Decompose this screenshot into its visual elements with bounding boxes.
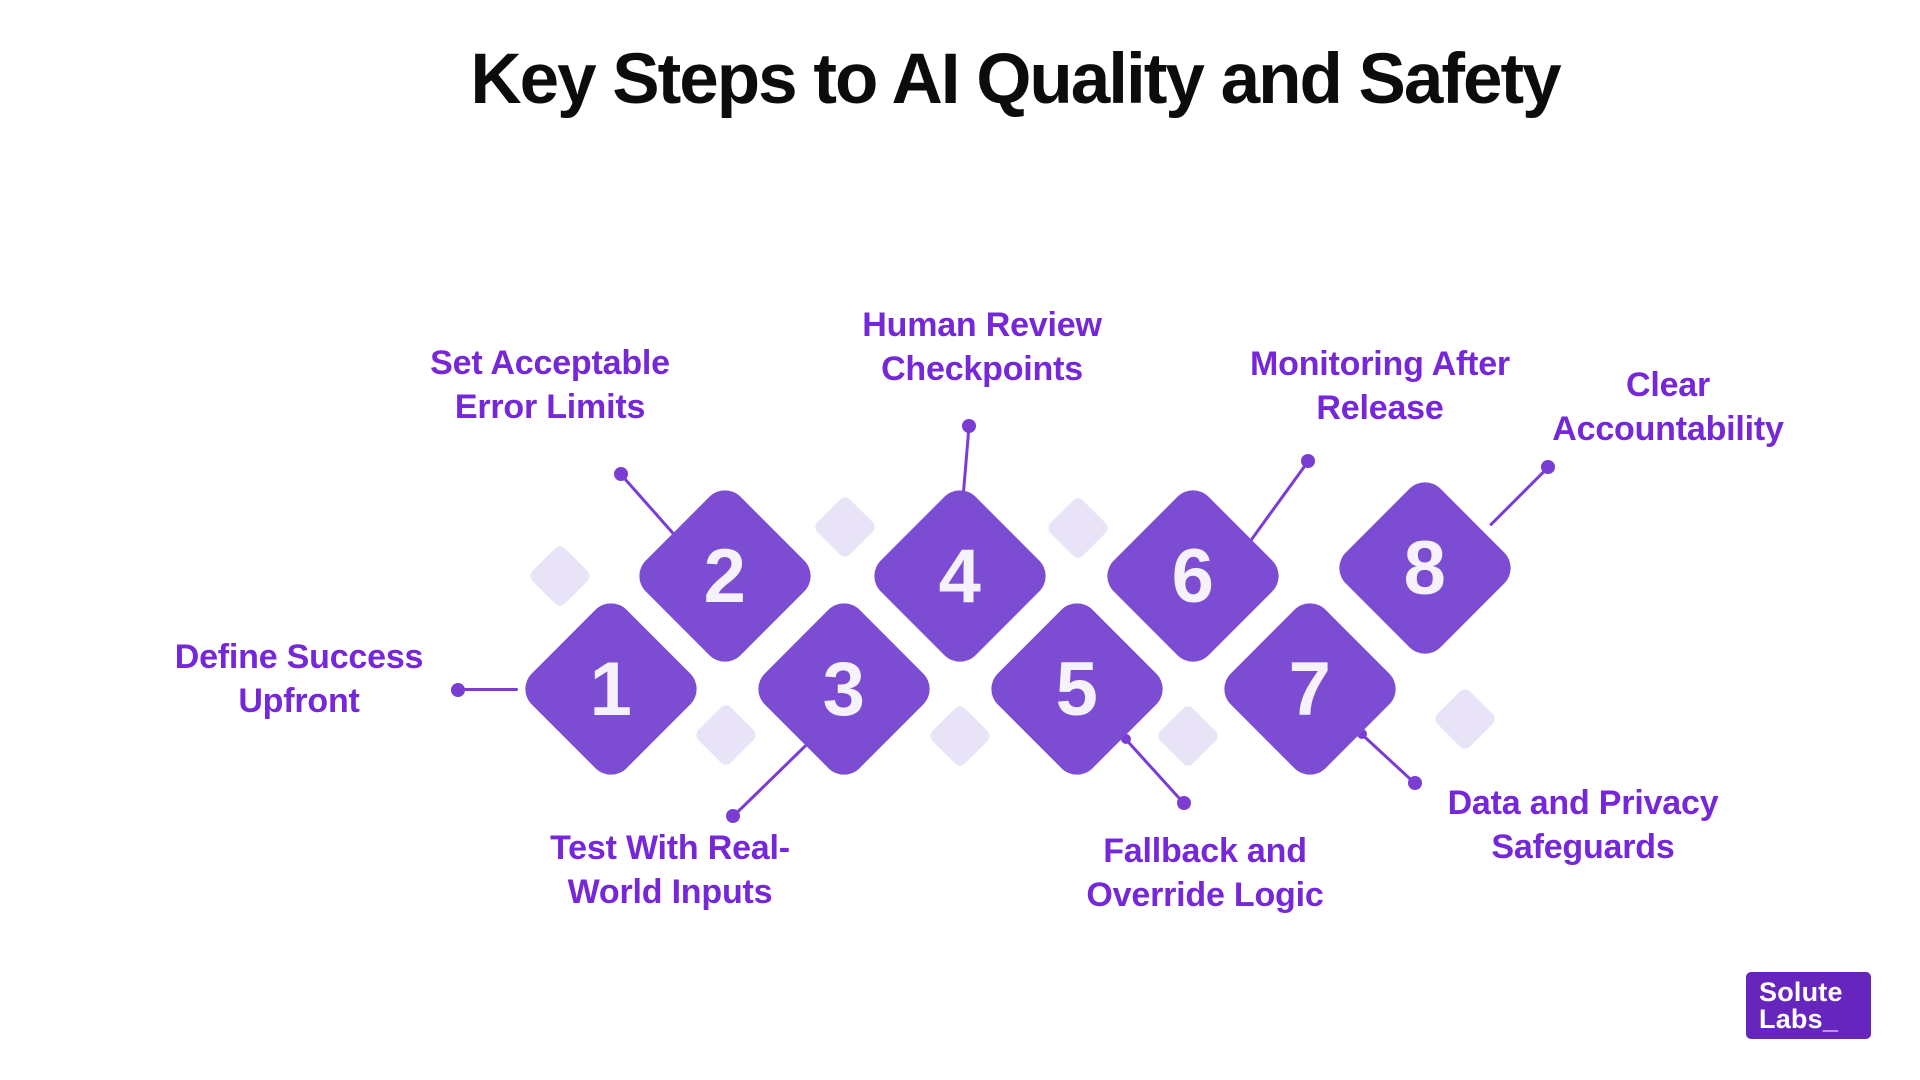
step-3-label: Test With Real- World Inputs — [550, 829, 790, 911]
step-8-label: Clear Accountability — [1552, 366, 1784, 448]
connector-dot-3 — [726, 809, 740, 823]
step-4-number: 4 — [938, 533, 982, 619]
step-1-number: 1 — [589, 646, 633, 732]
connector-line-7 — [1360, 733, 1416, 785]
decor-diamond-5 — [927, 703, 993, 769]
connector-dot-5 — [1177, 796, 1191, 810]
connector-line-4 — [961, 426, 971, 499]
step-5-number: 5 — [1055, 646, 1099, 732]
connector-line-3 — [731, 738, 813, 818]
step-7-number: 7 — [1288, 646, 1332, 732]
step-6-number: 6 — [1171, 533, 1215, 619]
step-7-label: Data and Privacy Safeguards — [1447, 784, 1719, 866]
decor-diamond-2 — [812, 494, 878, 560]
step-6-label: Monitoring After Release — [1250, 345, 1510, 427]
step-7-diamond: 7 — [1215, 594, 1405, 784]
step-8-diamond: 8 — [1330, 473, 1520, 663]
step-3-diamond: 3 — [749, 594, 939, 784]
connector-line-6 — [1248, 460, 1310, 543]
connector-dot-1 — [451, 683, 465, 697]
connector-line-1 — [458, 688, 518, 691]
connector-dot-7 — [1408, 776, 1422, 790]
decor-diamond-4 — [693, 702, 759, 768]
step-3-number: 3 — [822, 646, 866, 732]
step-8-number: 8 — [1403, 525, 1447, 611]
decor-diamond-6 — [1155, 703, 1221, 769]
step-4-label: Human Review Checkpoints — [862, 306, 1102, 388]
step-4-diamond: 4 — [865, 481, 1055, 671]
connector-startdot-7 — [1357, 729, 1367, 739]
connector-dot-8 — [1541, 460, 1555, 474]
connector-dot-6 — [1301, 454, 1315, 468]
connector-dot-4 — [962, 419, 976, 433]
brand-logo: Solute Labs_ — [1746, 972, 1871, 1039]
step-5-label: Fallback and Override Logic — [1086, 832, 1324, 914]
decor-diamond-3 — [1045, 495, 1111, 561]
connector-dot-2 — [614, 467, 628, 481]
step-6-diamond: 6 — [1098, 481, 1288, 671]
step-2-number: 2 — [703, 533, 747, 619]
decor-diamond-1 — [527, 543, 593, 609]
decor-diamond-7 — [1432, 686, 1498, 752]
step-1-label: Define Success Upfront — [174, 638, 424, 720]
step-2-label: Set Acceptable Error Limits — [430, 344, 670, 426]
connector-startdot-5 — [1121, 734, 1131, 744]
page-title: Key Steps to AI Quality and Safety — [470, 40, 1561, 119]
connector-line-8 — [1488, 466, 1550, 527]
step-5-diamond: 5 — [982, 594, 1172, 784]
